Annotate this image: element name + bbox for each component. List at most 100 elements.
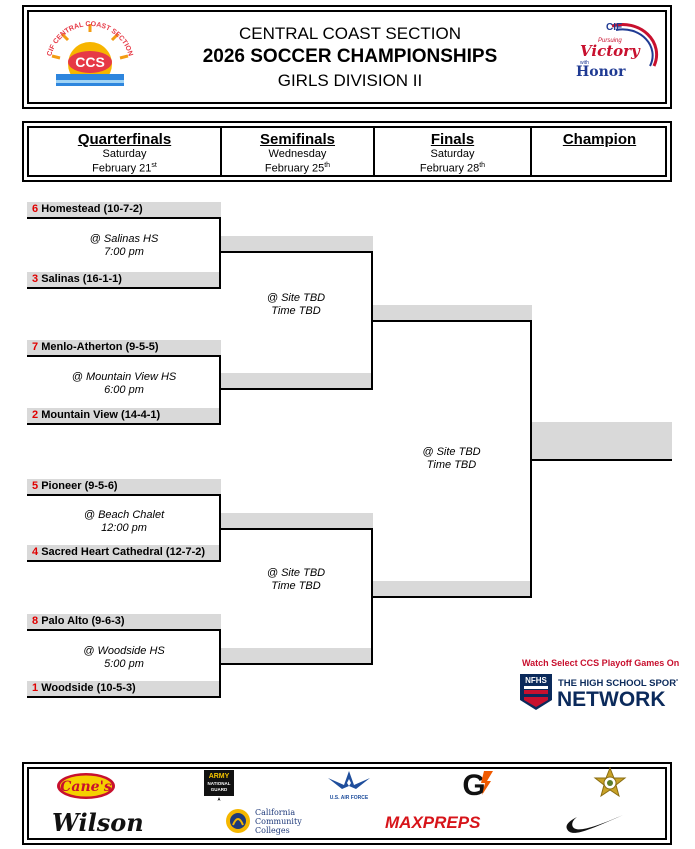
bracket-line <box>27 629 221 631</box>
bracket-line <box>371 251 373 390</box>
round-date: February 21st <box>92 162 157 175</box>
round-day: Saturday <box>430 148 475 160</box>
bracket-team-slot: 6 Homestead (10-7-2) <box>27 202 221 217</box>
round-title: Quarterfinals <box>77 131 172 148</box>
svg-text:Cane's: Cane's <box>60 779 112 795</box>
header-section-title: CENTRAL COAST SECTION <box>239 24 461 43</box>
bracket-line <box>27 494 221 496</box>
round-title: Champion <box>562 131 637 148</box>
bracket-line <box>219 494 221 562</box>
round-day: Saturday <box>102 148 147 160</box>
bracket-team-slot: 8 Palo Alto (9-6-3) <box>27 614 221 629</box>
ccs-logo: CCS CIF CENTRAL COAST SECTION <box>38 18 142 90</box>
bracket-line <box>27 287 221 289</box>
bracket-line <box>371 528 373 665</box>
bracket-team-slot: 4 Sacred Heart Cathedral (12-7-2) <box>27 545 221 560</box>
header-outer-border <box>22 5 672 109</box>
champion-slot <box>532 422 672 459</box>
bracket-line <box>530 320 532 598</box>
game-time: 12:00 pm <box>101 522 147 534</box>
bracket-line <box>219 217 221 289</box>
sponsors-inner-border <box>27 767 667 840</box>
svg-text:with: with <box>580 60 589 66</box>
round-header-semifinals: Semifinals Wednesday February 25th <box>222 131 373 175</box>
bracket-line <box>27 355 221 357</box>
bracket-line <box>219 629 221 698</box>
network-watch-text: Watch Select CCS Playoff Games On <box>522 658 680 668</box>
bracket-team-slot <box>221 513 373 528</box>
bracket-line <box>221 388 373 390</box>
bracket-line <box>27 217 221 219</box>
svg-text:G: G <box>462 769 485 799</box>
game-time: 5:00 pm <box>104 658 144 670</box>
team-seed: 5 <box>32 480 39 492</box>
network-line1: THE HIGH SCHOOL SPORTS <box>558 678 678 689</box>
army-national-guard-logo: ARMY NATIONAL GUARD <box>204 770 234 804</box>
bracket-team-slot <box>221 236 373 251</box>
round-header-finals: Finals Saturday February 28th <box>375 131 530 175</box>
svg-text:Victory: Victory <box>580 42 641 60</box>
svg-text:ARMY: ARMY <box>209 773 230 780</box>
us-air-force-logo: U.S. AIR FORCE <box>326 769 372 803</box>
bracket-team-slot <box>373 305 532 320</box>
round-date: February 28th <box>419 162 486 175</box>
svg-text:Community: Community <box>255 817 302 826</box>
cif-text: CIF <box>606 22 622 33</box>
bracket-line <box>219 355 221 425</box>
nfhs-badge-text: NFHS <box>525 676 547 685</box>
game-time: Time TBD <box>426 459 477 471</box>
team-name: Menlo-Atherton (9-5-5) <box>41 341 159 353</box>
team-name: Pioneer (9-5-6) <box>41 480 118 492</box>
team-seed: 7 <box>32 341 39 353</box>
nfhs-network-logo[interactable]: NFHS THE HIGH SCHOOL SPORTS NETWORK <box>518 672 688 712</box>
game-time: 7:00 pm <box>104 246 144 258</box>
svg-text:California: California <box>255 808 295 817</box>
svg-text:NATIONAL: NATIONAL <box>208 781 231 786</box>
team-seed: 4 <box>32 546 39 558</box>
maxpreps-logo: MAXPREPS <box>383 808 483 834</box>
bracket-line <box>221 663 373 665</box>
round-date: February 25th <box>264 162 331 175</box>
svg-text:GUARD: GUARD <box>211 787 228 792</box>
bracket-line <box>27 423 221 425</box>
game-time: Time TBD <box>271 305 321 317</box>
bracket-line <box>373 320 532 322</box>
ccs-logo-abbr: CCS <box>75 54 105 70</box>
team-name: Homestead (10-7-2) <box>41 203 143 215</box>
wilson-logo: Wilson <box>52 808 144 837</box>
rounds-divider <box>220 126 222 177</box>
bracket-team-slot: 1 Woodside (10-5-3) <box>27 681 221 696</box>
victory-with-honor-logo: CIF Pursuing Victory with Honor <box>572 18 662 86</box>
bracket-team-slot: 3 Salinas (16-1-1) <box>27 272 221 287</box>
svg-text:Pursuing: Pursuing <box>598 38 622 44</box>
bracket-team-slot <box>221 373 373 388</box>
header-division-title: GIRLS DIVISION II <box>277 71 423 90</box>
team-seed: 8 <box>32 615 39 627</box>
round-title: Semifinals <box>259 131 336 148</box>
bracket-team-slot <box>221 648 373 663</box>
nike-logo <box>565 811 625 835</box>
round-header-champion: Champion <box>532 131 667 148</box>
svg-text:MAXPREPS: MAXPREPS <box>385 813 481 832</box>
rounds-divider <box>373 126 375 177</box>
bracket-line <box>221 251 373 253</box>
game-time: 6:00 pm <box>104 384 144 396</box>
team-name: Mountain View (14-4-1) <box>41 409 161 421</box>
sponsors-outer-border <box>22 762 672 845</box>
team-seed: 2 <box>32 409 39 421</box>
bracket-line <box>532 459 672 461</box>
svg-text:Honor: Honor <box>576 64 626 80</box>
bracket-team-slot: 5 Pioneer (9-5-6) <box>27 479 221 494</box>
bracket-team-slot: 7 Menlo-Atherton (9-5-5) <box>27 340 221 355</box>
team-seed: 3 <box>32 273 39 285</box>
team-name: Salinas (16-1-1) <box>41 273 122 285</box>
team-seed: 1 <box>32 682 39 694</box>
bracket-line <box>373 596 532 598</box>
header-inner-border <box>27 10 667 104</box>
